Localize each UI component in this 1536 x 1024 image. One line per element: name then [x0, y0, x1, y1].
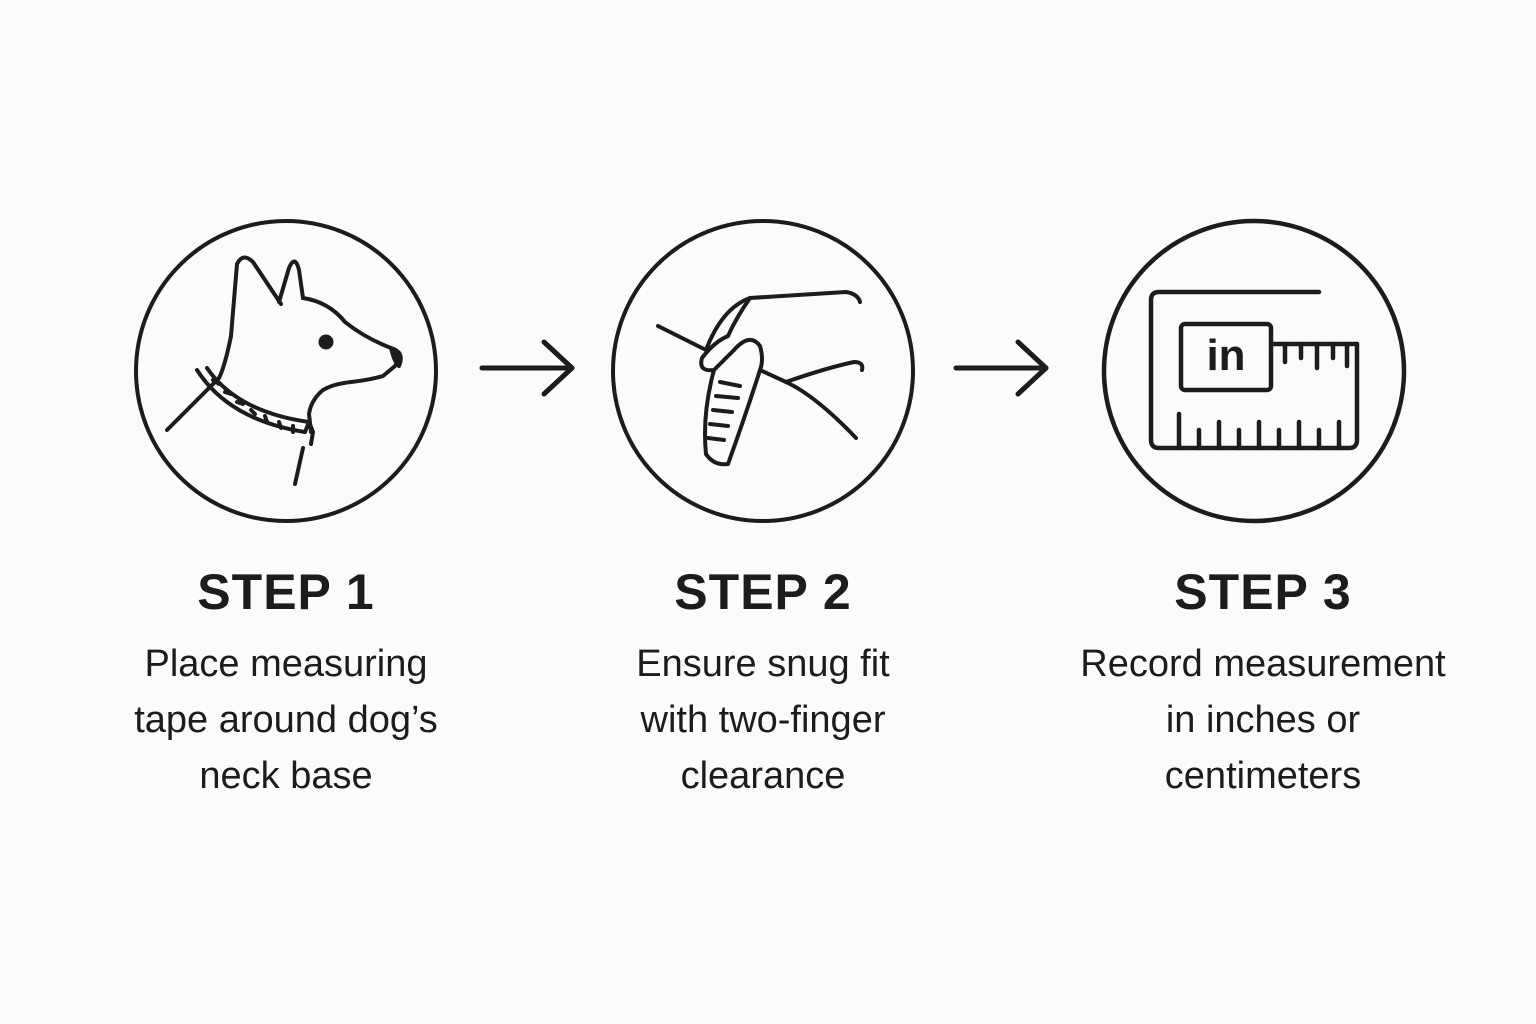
right-arrow-icon — [478, 336, 578, 400]
inch-label: in — [1206, 331, 1246, 380]
ruler-inches-icon: in — [1101, 218, 1407, 524]
step-title: STEP 1 — [197, 564, 375, 620]
step-title: STEP 2 — [674, 564, 852, 620]
step-title: STEP 3 — [1174, 564, 1352, 620]
hand-tape-icon — [610, 218, 916, 524]
step-description: Record measurement in inches or centimet… — [1080, 643, 1446, 797]
right-arrow-icon — [952, 336, 1052, 400]
step-description: Place measuring tape around dog’s neck b… — [134, 643, 438, 797]
step-description: Ensure snug fit with two-finger clearanc… — [636, 643, 890, 797]
dog-collar-icon — [133, 218, 439, 524]
